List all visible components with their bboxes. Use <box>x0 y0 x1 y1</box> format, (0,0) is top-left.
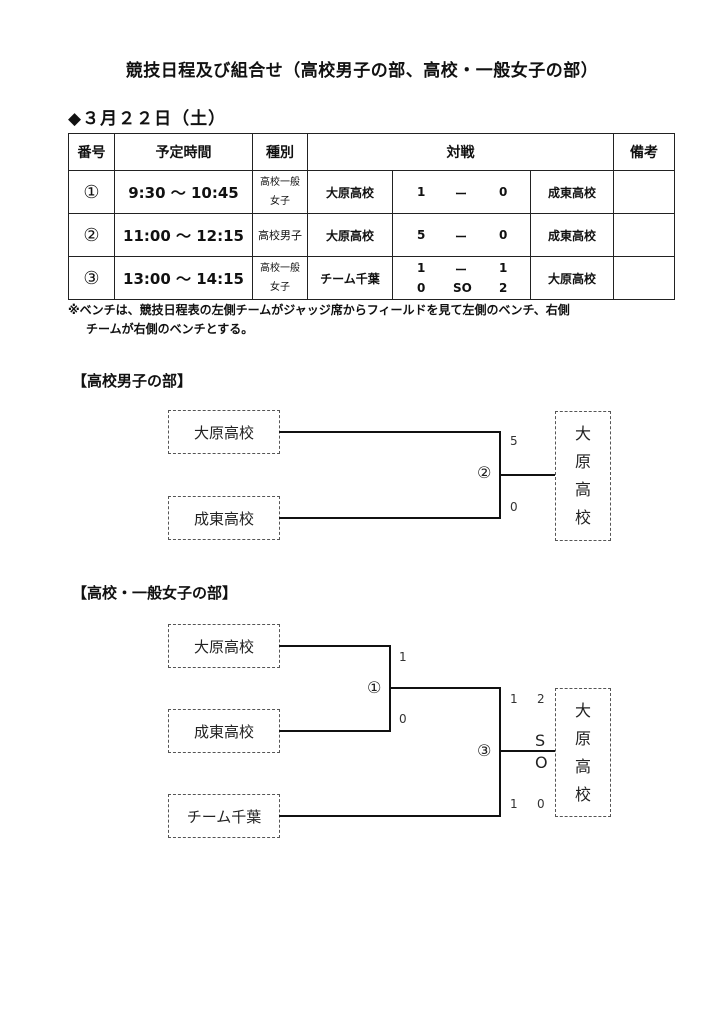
score-right: 0 <box>499 228 508 242</box>
boys-line-final <box>500 474 555 476</box>
girls-heading: 【高校・一般女子の部】 <box>72 584 238 602</box>
schedule-table: 番号 予定時間 種別 対戦 備考 ① 9:30 ～ 10:45 高校一般 女子 … <box>68 133 675 300</box>
boys-match-number: ② <box>477 463 492 482</box>
girls-so-s: S <box>535 731 546 750</box>
girls-m1-score-top: 1 <box>399 650 407 664</box>
so-score-left: 0 <box>417 281 426 295</box>
girls-match-3-number: ③ <box>477 741 492 760</box>
girls-team-1: 大原高校 <box>168 624 280 668</box>
header-remarks: 備考 <box>613 133 675 171</box>
category-line2: 女子 <box>270 196 290 207</box>
header-time: 予定時間 <box>114 133 253 171</box>
girls-line-3 <box>279 815 501 817</box>
girls-final-score-top-b: 2 <box>537 692 545 706</box>
row-category: 高校一般 女子 <box>252 256 308 300</box>
girls-final-score-top-a: 1 <box>510 692 518 706</box>
row-team-right: 成東高校 <box>530 213 614 257</box>
so-label: SO <box>453 281 472 295</box>
winner-char: 高 <box>574 756 591 776</box>
winner-char: 校 <box>574 508 591 527</box>
winner-char: 大 <box>574 700 591 720</box>
date-heading: ◆３月２２日（土） <box>68 109 227 129</box>
row-team-right: 成東高校 <box>530 170 614 214</box>
girls-match-1-number: ① <box>367 678 382 697</box>
girls-final-score-bottom-a: 1 <box>510 797 518 811</box>
boys-score-top: 5 <box>510 434 518 448</box>
boys-line-top <box>279 431 500 433</box>
score-right: 1 <box>499 261 508 275</box>
girls-final-score-bottom-b: 0 <box>537 797 545 811</box>
row-team-left: チーム千葉 <box>307 256 393 300</box>
bench-note-cont: チームが右側のベンチとする。 <box>86 322 254 336</box>
boys-winner-box: 大 原 高 校 <box>555 411 611 541</box>
winner-char: 原 <box>574 728 591 748</box>
row-remarks <box>613 213 675 257</box>
row-time: 11:00 ～ 12:15 <box>114 213 253 257</box>
header-no: 番号 <box>68 133 115 171</box>
score-dash: ー <box>455 230 468 244</box>
row-number: ② <box>68 213 115 257</box>
header-match: 対戦 <box>307 133 614 171</box>
page-title: 競技日程及び組合せ（高校男子の部、高校・一般女子の部） <box>125 61 599 81</box>
row-number: ③ <box>68 256 115 300</box>
girls-team-3: チーム千葉 <box>168 794 280 838</box>
row-category: 高校一般 女子 <box>252 170 308 214</box>
winner-char: 校 <box>574 784 591 804</box>
girls-team-2: 成東高校 <box>168 709 280 753</box>
table-row: ③ 13:00 ～ 14:15 高校一般 女子 チーム千葉 1 ー 1 0 SO… <box>68 256 675 300</box>
row-time: 9:30 ～ 10:45 <box>114 170 253 214</box>
category-line2: 女子 <box>270 282 290 293</box>
girls-line-m1-out <box>390 687 501 689</box>
girls-line-final <box>500 750 555 752</box>
girls-line-1 <box>279 645 390 647</box>
score-left: 5 <box>417 228 426 242</box>
winner-char: 原 <box>574 452 591 471</box>
boys-line-bottom <box>279 517 500 519</box>
row-remarks <box>613 170 675 214</box>
boys-team-top: 大原高校 <box>168 410 280 454</box>
row-time: 13:00 ～ 14:15 <box>114 256 253 300</box>
girls-line-2 <box>279 730 390 732</box>
header-category: 種別 <box>252 133 308 171</box>
score-left: 1 <box>417 185 426 199</box>
category-line1: 高校一般 <box>260 177 300 188</box>
boys-score-bottom: 0 <box>510 500 518 514</box>
winner-char: 高 <box>574 480 591 499</box>
girls-winner-box: 大 原 高 校 <box>555 688 611 817</box>
row-team-left: 大原高校 <box>307 170 393 214</box>
boys-heading: 【高校男子の部】 <box>72 372 193 390</box>
table-header-row: 番号 予定時間 種別 対戦 備考 <box>68 133 675 171</box>
score-left: 1 <box>417 261 426 275</box>
row-score: 5 ー 0 <box>392 213 531 257</box>
row-team-left: 大原高校 <box>307 213 393 257</box>
score-dash: ー <box>455 187 468 201</box>
so-score-right: 2 <box>499 281 508 295</box>
category-line1: 高校一般 <box>260 263 300 274</box>
boys-team-bottom: 成東高校 <box>168 496 280 540</box>
score-dash: ー <box>455 263 468 277</box>
bench-note: ※ベンチは、競技日程表の左側チームがジャッジ席からフィールドを見て左側のベンチ、… <box>68 303 570 317</box>
row-number: ① <box>68 170 115 214</box>
table-row: ② 11:00 ～ 12:15 高校男子 大原高校 5 ー 0 成東高校 <box>68 213 675 257</box>
row-score: 1 ー 1 0 SO 2 <box>392 256 531 300</box>
row-category: 高校男子 <box>252 213 308 257</box>
winner-char: 大 <box>574 424 591 443</box>
girls-m1-score-bottom: 0 <box>399 712 407 726</box>
score-right: 0 <box>499 185 508 199</box>
row-score: 1 ー 0 <box>392 170 531 214</box>
girls-so-o: O <box>535 753 548 772</box>
row-remarks <box>613 256 675 300</box>
row-team-right: 大原高校 <box>530 256 614 300</box>
table-row: ① 9:30 ～ 10:45 高校一般 女子 大原高校 1 ー 0 成東高校 <box>68 170 675 214</box>
girls-line-m3-vertical <box>499 687 501 817</box>
